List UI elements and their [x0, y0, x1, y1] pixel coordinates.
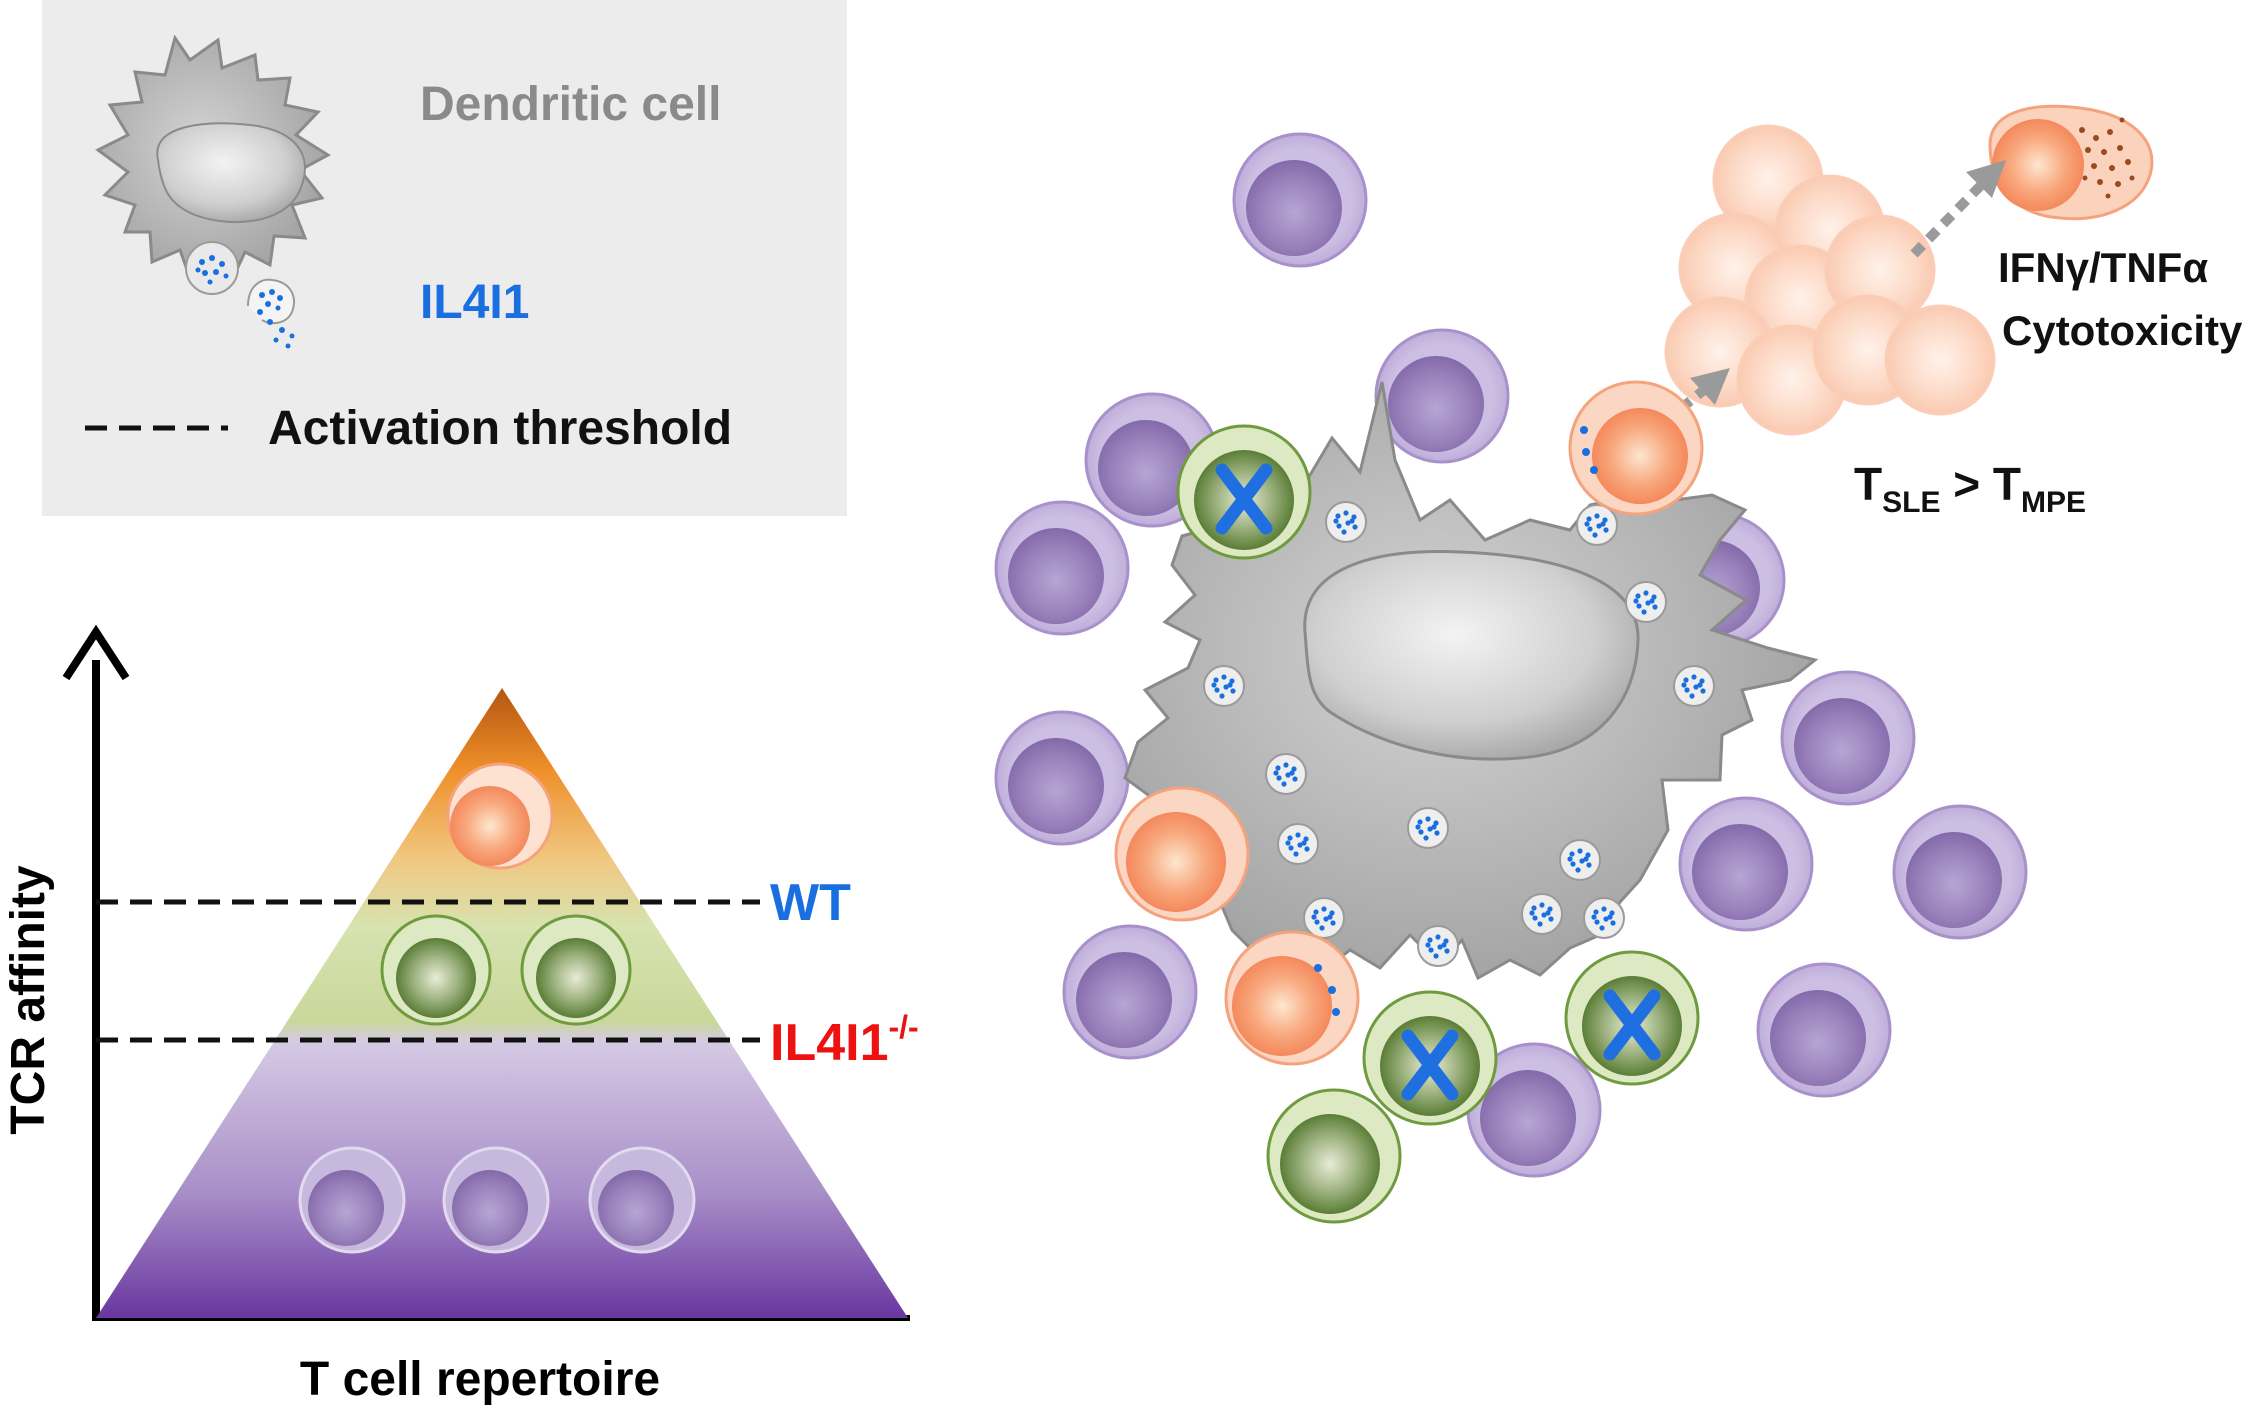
il4i1-granule: [1407, 807, 1449, 849]
purple-t-cell: [1232, 132, 1368, 268]
purple-t-cell: [994, 500, 1130, 636]
legend-released-dots: [257, 289, 295, 349]
expanded-t-cell-cluster: [1664, 124, 1996, 436]
y-axis-arrowhead: [62, 624, 130, 681]
dc-nucleus: [1303, 550, 1640, 761]
y-axis-label: TCR affinity: [2, 865, 55, 1135]
purple-t-cell: [1892, 804, 2028, 940]
purple-t-cell: [1062, 924, 1198, 1060]
il4i1-granule: [1559, 839, 1601, 881]
legend-il4i1-label: IL4I1: [420, 276, 529, 329]
cytokine-label: IFNγ/TNFα: [1998, 244, 2208, 291]
pyramid-purple-cell: [442, 1146, 550, 1254]
affinity-pyramid: [96, 688, 908, 1318]
il4i1-granule: [1203, 665, 1245, 707]
green-cell-blocked: [1564, 950, 1700, 1086]
purple-t-cell: [1374, 328, 1510, 464]
activated-orange-cell: [1568, 380, 1704, 516]
il4i1-granule: [1576, 504, 1618, 546]
purple-t-cell: [1678, 796, 1814, 932]
pyramid-purple-cell: [588, 1146, 696, 1254]
orange-cell: [1114, 786, 1250, 922]
il4i1-granules: [1203, 501, 1715, 967]
x-axis-label: T cell repertoire: [300, 1353, 660, 1406]
tsle-tmpe-label: TSLE > TMPE: [1854, 458, 2086, 519]
legend-dc-label: Dendritic cell: [420, 78, 721, 131]
legend-dendritic-cell-icon: [95, 34, 331, 349]
pyramid-purple-cell: [298, 1146, 406, 1254]
green-cell-blocked: [1176, 424, 1312, 560]
ko-label: IL4I1-/-: [770, 1009, 919, 1072]
cytotoxicity-label: Cytotoxicity: [2002, 307, 2243, 354]
pyramid-orange-cell: [446, 762, 554, 870]
il4i1-granule: [1583, 897, 1625, 939]
il4i1-granule: [1417, 925, 1459, 967]
pyramid-green-cell: [380, 914, 492, 1026]
green-cell-blocked: [1362, 990, 1498, 1126]
wt-label: WT: [770, 874, 851, 932]
il4i1-granule: [1625, 581, 1667, 623]
interaction-panel: IFNγ/TNFα Cytotoxicity TSLE > TMPE: [994, 104, 2243, 1224]
differentiation-arrow: [1910, 160, 2006, 258]
purple-t-cell: [1780, 670, 1916, 806]
legend-dc-nucleus: [156, 122, 306, 224]
purple-t-cell: [994, 710, 1130, 846]
legend-granule: [185, 241, 239, 295]
il4i1-granule: [1265, 753, 1307, 795]
x-mark: [1215, 463, 1273, 535]
legend-box: Dendritic cell IL4I1 Activation threshol…: [42, 0, 847, 516]
orange-cell: [1224, 930, 1360, 1066]
il4i1-granule: [1277, 823, 1319, 865]
il4i1-granule: [1673, 665, 1715, 707]
green-cell: [1266, 1088, 1402, 1224]
pyramid-green-cell: [520, 914, 632, 1026]
il4i1-granule: [1521, 893, 1563, 935]
legend-threshold-label: Activation threshold: [268, 402, 732, 455]
pyramid-panel: TCR affinity T cell repertoire WT: [2, 624, 919, 1406]
x-mark: [1603, 989, 1661, 1061]
il4i1-granule: [1325, 501, 1367, 543]
purple-t-cell: [1756, 962, 1892, 1098]
il4i1-granule: [1303, 897, 1345, 939]
cytotoxic-granules: [2079, 117, 2135, 199]
effector-t-cell: [1988, 104, 2154, 221]
x-mark: [1401, 1029, 1459, 1101]
